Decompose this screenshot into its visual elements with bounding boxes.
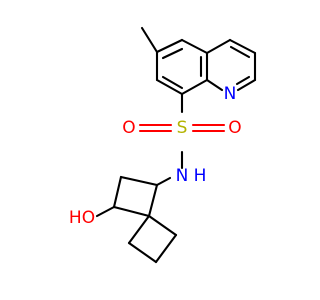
bond-cc-spiro <box>127 214 151 245</box>
bond-n1-c8a <box>205 78 224 92</box>
molecule-structure-diagram: N S O O N H HO <box>69 26 257 264</box>
bond-n-ch <box>155 176 172 187</box>
amide-hydrogen-label: H <box>194 166 207 186</box>
atom-labels: N S O O N H HO <box>69 84 242 228</box>
bond-ch2-choh <box>112 175 123 209</box>
bond-cb-cc <box>127 241 158 264</box>
bond-c6-c5 <box>155 38 184 54</box>
bond-c5-c5a-inner <box>161 47 184 60</box>
hydroxyl-label: HO <box>69 208 95 228</box>
bond-c7-c8 <box>155 78 184 96</box>
bond-c2-n1-inner <box>235 75 251 86</box>
bond-spiro-ca <box>147 214 178 237</box>
bond-c7-c8-inner <box>161 75 184 90</box>
bond-c2-n1 <box>236 78 257 92</box>
amide-nitrogen-label: N <box>176 166 189 186</box>
bond-spiro-ch <box>147 183 159 218</box>
bond-methyl <box>140 26 159 54</box>
sulfonyl-double-bonds <box>138 123 226 133</box>
bond-c-oh <box>95 205 116 218</box>
bonds <box>95 26 257 264</box>
bond-ch-ch2 <box>119 175 159 187</box>
bond-c4-c3-inner <box>229 45 251 59</box>
bond-choh-spiro <box>112 205 151 218</box>
ring-nitrogen-label: N <box>224 84 237 104</box>
bond-c8a-c8 <box>180 78 209 96</box>
bond-c4a-c4 <box>205 38 232 55</box>
sulfonyl-oxygen-right-label: O <box>228 118 241 138</box>
sulfonyl-oxygen-left-label: O <box>122 118 135 138</box>
bond-c5-c4a <box>180 38 209 55</box>
bond-c4-c3 <box>228 38 257 55</box>
bond-ca-cb <box>154 233 178 264</box>
sulfur-label: S <box>177 118 188 138</box>
